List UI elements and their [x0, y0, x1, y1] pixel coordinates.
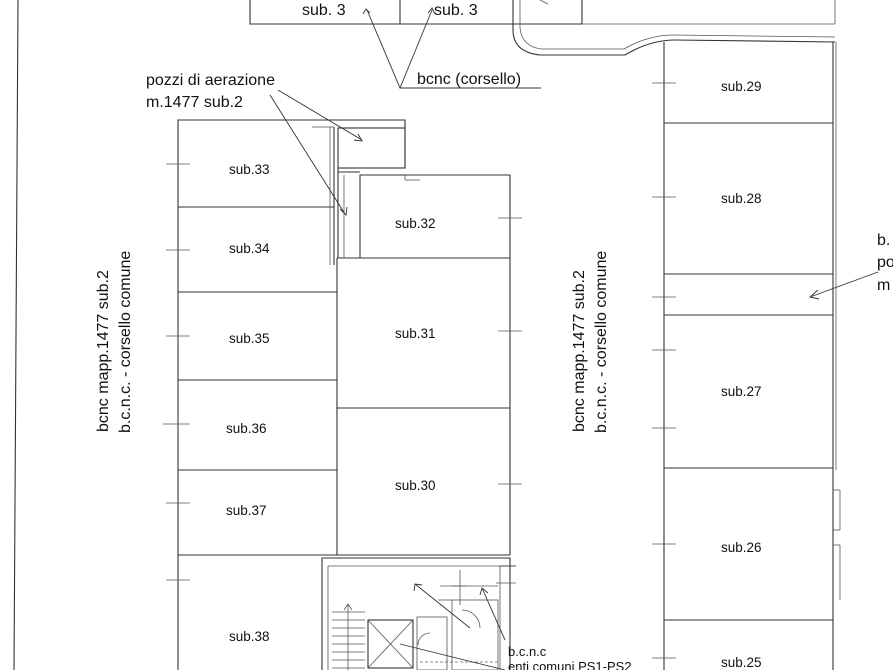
top-sub-right-label: sub. 3 [434, 2, 478, 19]
left-corridor-label: bcnc mapp.1477 sub.2 b.c.n.c. - corsello… [95, 251, 134, 433]
right-units-block [652, 42, 841, 670]
vents-leader-lines [269, 89, 363, 216]
room-label-sub34: sub.34 [229, 241, 270, 256]
room-label-sub29: sub.29 [721, 79, 762, 94]
room-label-sub26: sub.26 [721, 540, 762, 555]
room-label-sub27: sub.27 [721, 384, 762, 399]
right-cut-label-line2: po [877, 254, 893, 271]
room-label-sub38: sub.38 [229, 629, 270, 644]
left-boundary-line [13, 0, 19, 670]
left-corridor-label-line2: b.c.n.c. - corsello comune [117, 251, 134, 433]
room-label-sub35: sub.35 [229, 331, 270, 346]
common-areas-label-line2: enti comuni PS1-PS2 [508, 659, 632, 670]
top-sub-left-label: sub. 3 [302, 2, 346, 19]
vents-label-line2: m.1477 sub.2 [146, 94, 243, 111]
room-label-sub25: sub.25 [721, 655, 762, 670]
room-label-sub32: sub.32 [395, 216, 436, 231]
top-units [249, 0, 836, 56]
common-areas-label-line1: b.c.n.c [508, 644, 547, 659]
center-corridor-label: bcnc mapp.1477 sub.2 b.c.n.c. - corsello… [571, 251, 610, 433]
room-label-sub31: sub.31 [395, 326, 436, 341]
center-corridor-label-line1: bcnc mapp.1477 sub.2 [571, 270, 588, 432]
bcnc-corsello-label: bcnc (corsello) [417, 71, 521, 88]
left-units-block [163, 119, 406, 670]
right-cut-label-line3: m [877, 277, 890, 294]
room-label-sub33: sub.33 [229, 162, 270, 177]
center-units-block [322, 174, 522, 556]
room-label-sub28: sub.28 [721, 191, 762, 206]
stair-common-area [321, 557, 516, 670]
room-label-sub36: sub.36 [226, 421, 267, 436]
bcnc-leader-lines [362, 7, 541, 89]
right-cut-label-line1: b. [877, 232, 890, 249]
left-corridor-label-line1: bcnc mapp.1477 sub.2 [95, 270, 112, 432]
room-label-sub30: sub.30 [395, 478, 436, 493]
vents-label-line1: pozzi di aerazione [146, 72, 275, 89]
center-corridor-label-line2: b.c.n.c. - corsello comune [593, 251, 610, 433]
room-label-sub37: sub.37 [226, 503, 267, 518]
right-cut-leader [809, 271, 879, 300]
